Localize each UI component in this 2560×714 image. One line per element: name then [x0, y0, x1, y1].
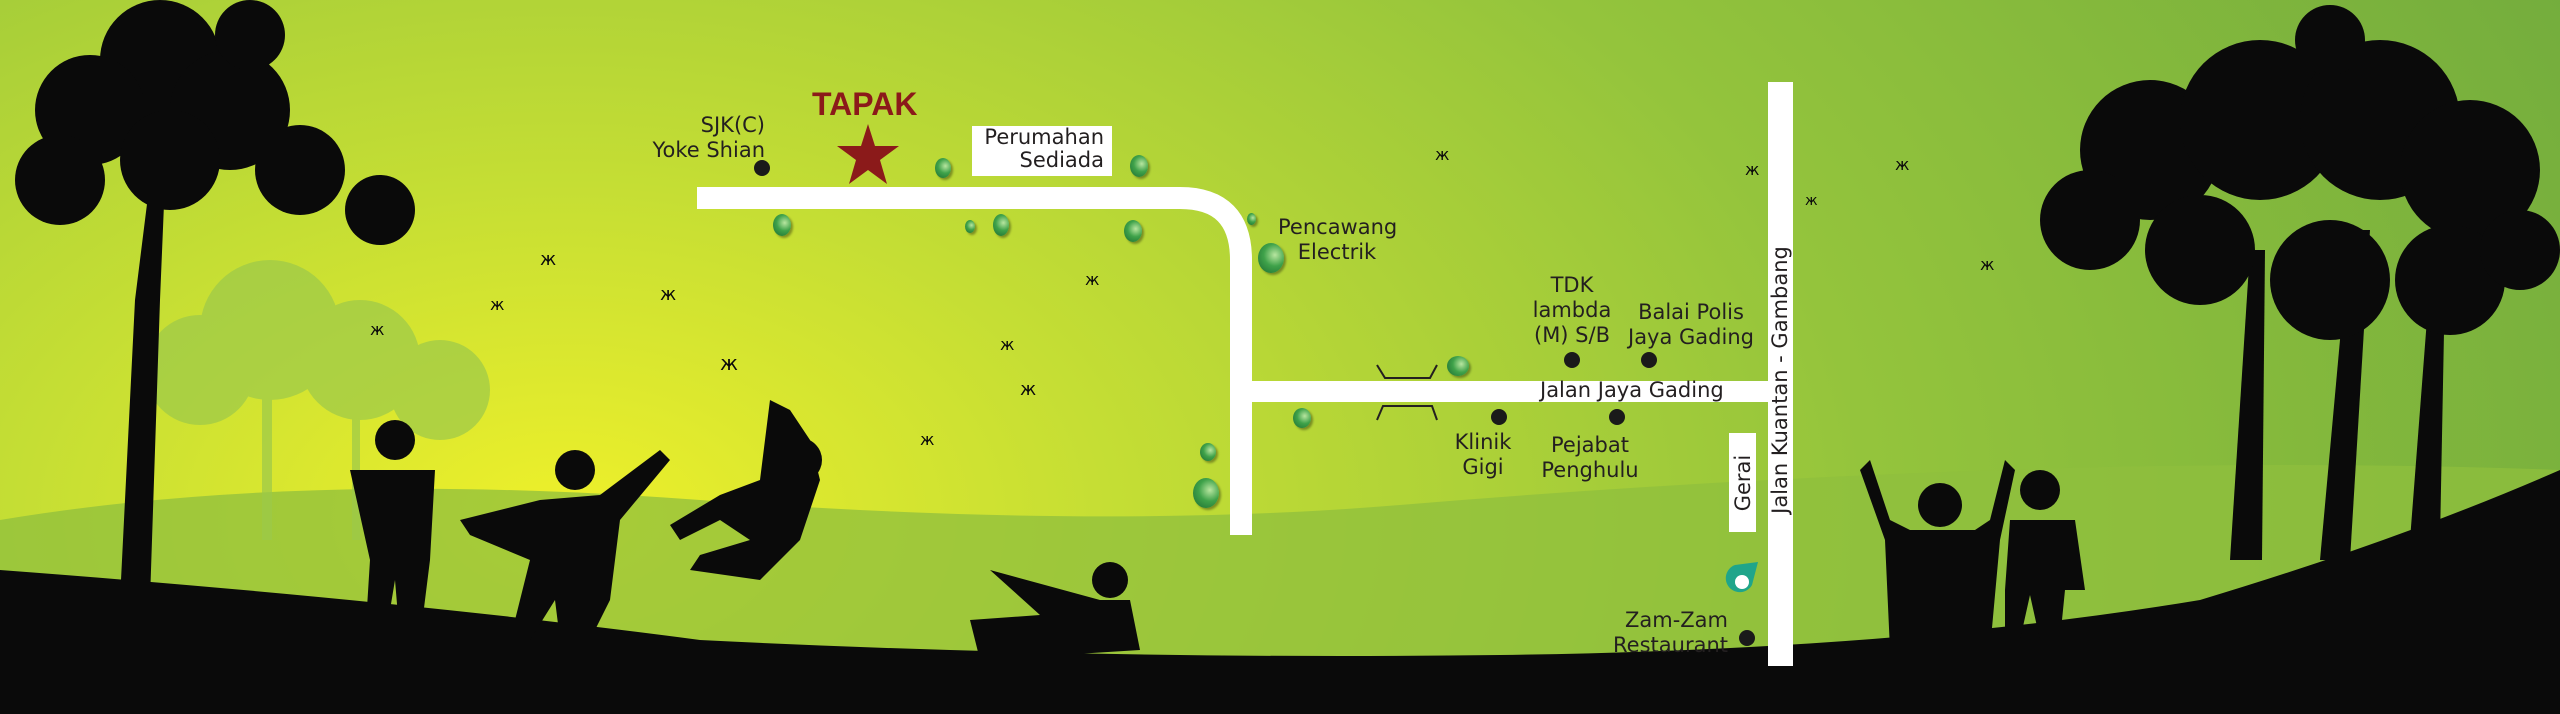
- police-label-line1: Balai Polis: [1638, 300, 1744, 324]
- svg-text:ж: ж: [370, 320, 384, 339]
- police-marker: [1641, 352, 1657, 368]
- housing-label-line1: Perumahan: [984, 125, 1104, 149]
- road-top-segment: [697, 188, 1187, 209]
- restaurant-marker: [1739, 630, 1755, 646]
- green-ball: [1447, 356, 1469, 376]
- svg-text:ж: ж: [1000, 335, 1014, 354]
- svg-text:ж: ж: [1435, 145, 1449, 164]
- tree-silhouette-right: [2040, 5, 2560, 560]
- housing-label-box: Perumahan Sediada: [972, 126, 1112, 176]
- school-label-line1: SJK(C): [700, 113, 765, 137]
- clinic-label: Klinik Gigi: [1446, 430, 1520, 480]
- green-ball: [1293, 408, 1311, 428]
- background-trees: [145, 260, 490, 540]
- green-ball: [935, 158, 951, 178]
- restaurant-label: Zam-Zam Restaurant: [1600, 608, 1728, 658]
- svg-text:ж: ж: [1805, 193, 1818, 209]
- bridge-icon: [1376, 364, 1438, 421]
- green-ball: [965, 220, 975, 233]
- road-jalan-jaya-gading: [1252, 381, 1772, 402]
- road-label-jalan-kuantan-gambang: Jalan Kuantan - Gambang: [1768, 246, 1792, 514]
- green-ball: [1193, 478, 1219, 508]
- road-jalan-kuantan-gambang: [1768, 82, 1793, 666]
- svg-text:ж: ж: [490, 295, 504, 314]
- svg-text:ж: ж: [660, 284, 676, 305]
- stall-label: Gerai: [1730, 454, 1755, 511]
- office-label-line2: Penghulu: [1541, 458, 1639, 482]
- school-label: SJK(C) Yoke Shian: [650, 113, 765, 163]
- restaurant-label-line2: Restaurant: [1613, 633, 1728, 657]
- tdk-label-line3: (M) S/B: [1534, 323, 1610, 347]
- school-label-line2: Yoke Shian: [652, 138, 765, 162]
- substation-label-line1: Pencawang: [1278, 215, 1398, 239]
- svg-text:ж: ж: [1895, 155, 1909, 174]
- road-label-jalan-jaya-gading: Jalan Jaya Gading: [1540, 378, 1724, 402]
- green-ball: [993, 214, 1009, 236]
- svg-text:ж: ж: [920, 430, 934, 449]
- clinic-marker: [1491, 409, 1507, 425]
- office-marker: [1609, 409, 1625, 425]
- green-ball: [1200, 443, 1216, 461]
- green-ball: [773, 214, 791, 236]
- office-label: Pejabat Penghulu: [1530, 433, 1650, 483]
- green-ball: [1130, 155, 1148, 177]
- green-ball: [1247, 213, 1256, 225]
- substation-label: Pencawang Electrik: [1278, 215, 1398, 265]
- tdk-label: TDK lambda (M) S/B: [1518, 273, 1626, 348]
- housing-label-line2: Sediada: [1019, 148, 1104, 172]
- tdk-label-line1: TDK: [1550, 273, 1594, 297]
- tree-silhouette-left: [15, 0, 415, 600]
- ground-silhouette: [0, 470, 2560, 714]
- green-ball: [1258, 243, 1284, 273]
- site-label: TAPAK: [812, 86, 918, 122]
- tdk-marker: [1564, 352, 1580, 368]
- svg-text:ж: ж: [1085, 270, 1099, 289]
- petrol-station-icon: [1725, 562, 1758, 593]
- svg-text:ж: ж: [1745, 160, 1759, 179]
- svg-text:ж: ж: [1980, 255, 1994, 274]
- restaurant-label-line1: Zam-Zam: [1624, 608, 1728, 632]
- svg-text:ж: ж: [720, 351, 738, 375]
- children-silhouette: [350, 400, 2085, 660]
- police-label: Balai Polis Jaya Gading: [1620, 300, 1762, 350]
- police-label-line2: Jaya Gading: [1628, 325, 1754, 349]
- star-icon: [837, 124, 899, 184]
- stall-label-box: Gerai: [1729, 433, 1756, 532]
- clinic-label-line2: Gigi: [1462, 455, 1504, 479]
- school-marker: [754, 160, 770, 176]
- office-label-line1: Pejabat: [1551, 433, 1629, 457]
- svg-text:ж: ж: [540, 249, 556, 270]
- green-ball: [1124, 220, 1142, 242]
- butterfly-icons: ж ж ж ж ж ж ж ж ж ж ж ж ж ж: [370, 145, 1994, 449]
- tdk-label-line2: lambda: [1532, 298, 1612, 322]
- clinic-label-line1: Klinik: [1454, 430, 1512, 454]
- substation-label-line2: Electrik: [1297, 240, 1377, 264]
- svg-text:ж: ж: [1020, 379, 1036, 400]
